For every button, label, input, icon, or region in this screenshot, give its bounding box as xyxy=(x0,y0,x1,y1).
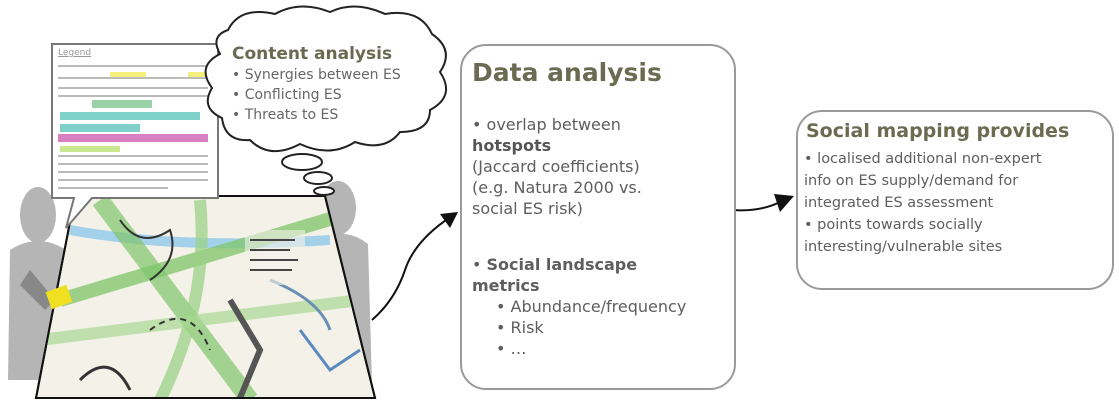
data-analysis-box xyxy=(460,44,736,390)
data-analysis-title: Data analysis xyxy=(472,58,662,87)
metrics-sub-item: • Abundance/frequency xyxy=(496,297,687,316)
participatory-map-image xyxy=(34,195,377,399)
arm-icon xyxy=(20,270,55,310)
arrow-analysis-to-mapping-icon xyxy=(731,194,794,212)
metrics-sub-item: • … xyxy=(496,339,527,358)
content-analysis-item: • Synergies between ES xyxy=(232,67,401,83)
arrow-map-to-analysis-icon xyxy=(371,212,458,321)
data-analysis-metrics: • Social landscape metrics • Abundance/f… xyxy=(472,255,687,358)
thought-cloud xyxy=(204,5,448,196)
metrics-sub-item: • Risk xyxy=(496,318,544,337)
document-heading: Legend xyxy=(58,48,92,58)
data-analysis-overlap: • overlap between hotspots (Jaccard coef… xyxy=(472,115,642,218)
sticky-note-icon xyxy=(45,284,73,310)
social-mapping-title: Social mapping provides xyxy=(806,120,1070,142)
document-text-lines xyxy=(58,65,210,189)
social-mapping-box xyxy=(796,110,1114,290)
content-analysis-item: • Threats to ES xyxy=(232,107,339,123)
social-mapping-text: • localised additional non-expert info o… xyxy=(804,151,1042,255)
content-analysis-item: • Conflicting ES xyxy=(232,87,342,103)
content-analysis-title: Content analysis xyxy=(232,44,393,64)
